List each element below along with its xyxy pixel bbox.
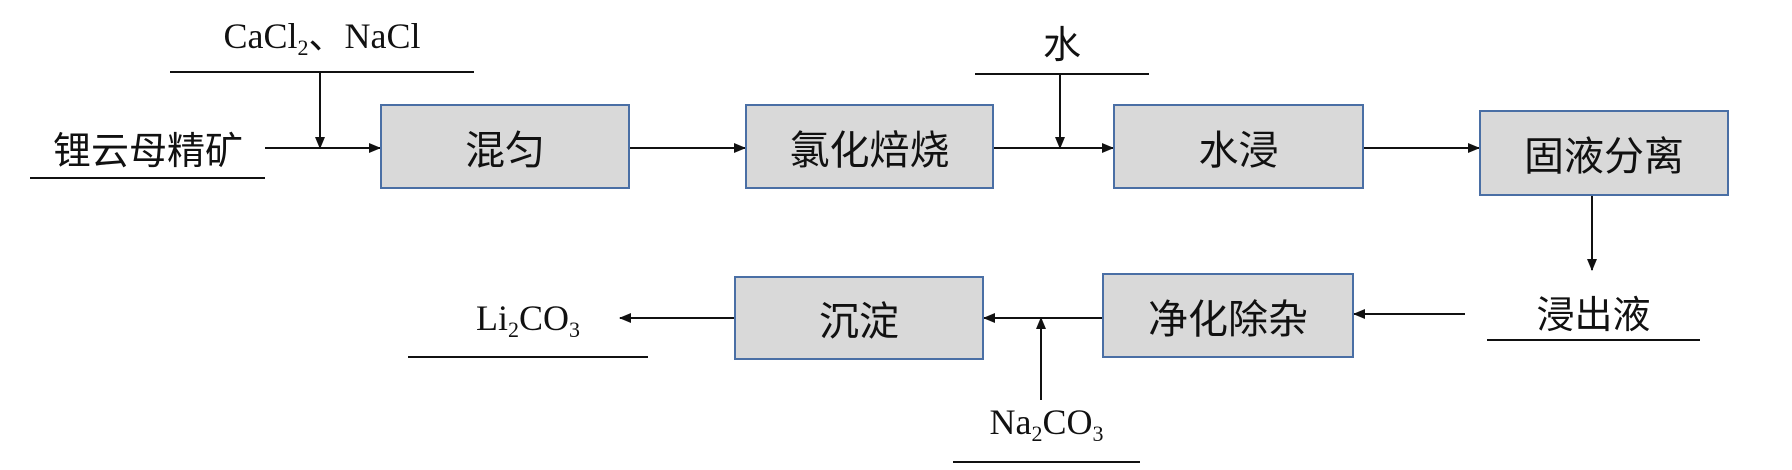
- step-leach-label: 水浸: [1198, 127, 1279, 174]
- step-precipitate-label: 沉淀: [819, 299, 899, 345]
- precipitant-label: Na2CO3: [989, 402, 1104, 446]
- water-label: 水: [1042, 23, 1081, 67]
- step-purify-label: 净化除杂: [1148, 296, 1308, 343]
- step-leach: 水浸: [1113, 104, 1364, 189]
- leachate-label: 浸出液: [1536, 293, 1651, 337]
- ore-label: 锂云母精矿: [52, 129, 243, 173]
- step-precipitate: 沉淀: [734, 276, 984, 360]
- additive-label: CaCl2、NaCl: [223, 16, 421, 60]
- step-mix: 混匀: [380, 104, 630, 189]
- step-separate: 固液分离: [1479, 110, 1729, 196]
- step-mix-label: 混匀: [465, 127, 545, 174]
- product-label: Li2CO3: [475, 298, 580, 342]
- step-roast-label: 氯化焙烧: [789, 127, 950, 174]
- step-roast: 氯化焙烧: [745, 104, 994, 189]
- step-purify: 净化除杂: [1102, 273, 1354, 358]
- step-separate-label: 固液分离: [1524, 134, 1684, 180]
